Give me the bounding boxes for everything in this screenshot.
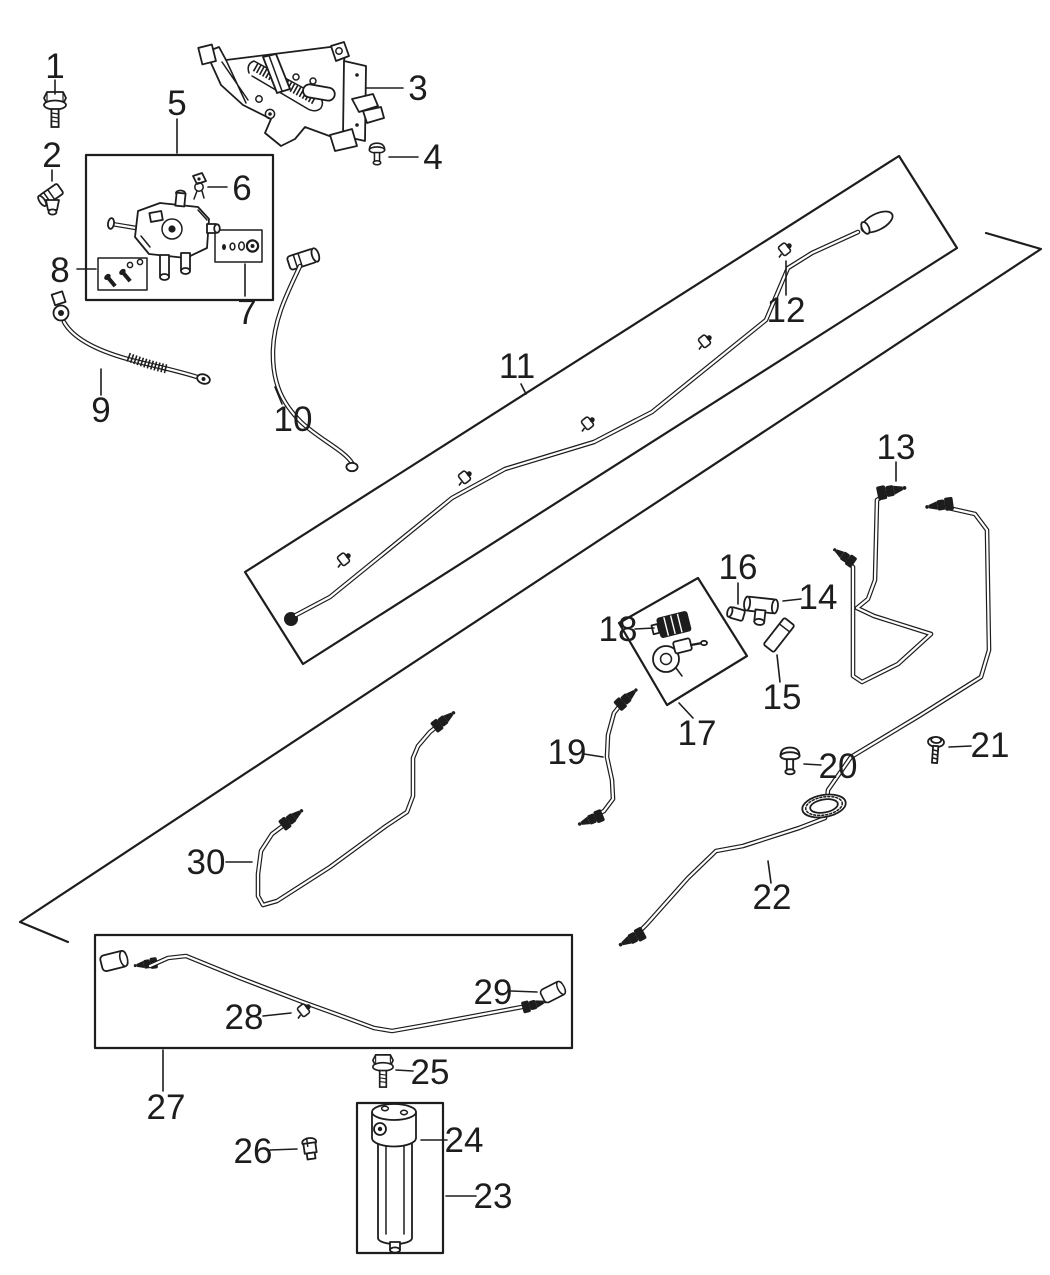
callout-label-22: 22 xyxy=(753,878,792,917)
sensor-part6 xyxy=(192,172,207,200)
tube-clip-icon-part12 xyxy=(776,241,793,259)
leader-line-19 xyxy=(583,753,604,758)
tube-clip-icon xyxy=(696,333,713,351)
callout-label-27: 27 xyxy=(147,1088,186,1127)
elbow-fitting-part2 xyxy=(37,183,64,216)
callout-label-13: 13 xyxy=(877,428,916,467)
fuel-line-part10 xyxy=(273,247,359,473)
fuel-tube-part13 xyxy=(829,480,931,682)
tube-clip-icon xyxy=(335,551,352,569)
grommet-icon-part20 xyxy=(779,746,801,776)
filter-kit-box xyxy=(355,1101,445,1255)
callout-label-3: 3 xyxy=(408,69,427,108)
callout-label-26: 26 xyxy=(234,1132,273,1171)
leader-line-15 xyxy=(776,654,781,683)
callout-label-20: 20 xyxy=(819,747,858,786)
callout-label-15: 15 xyxy=(763,678,802,717)
callout-label-18: 18 xyxy=(599,610,638,649)
callout-label-19: 19 xyxy=(548,733,587,772)
callout-label-14: 14 xyxy=(799,578,838,617)
grommet-ring-icon xyxy=(801,793,847,819)
valve-kit-box xyxy=(617,576,749,707)
seal-kit-box xyxy=(214,229,263,263)
fuel-tube-part22 xyxy=(615,496,989,952)
callout-label-11: 11 xyxy=(499,347,535,386)
leader-line-22 xyxy=(767,860,772,884)
callout-label-28: 28 xyxy=(225,998,264,1037)
pump-kit-box xyxy=(84,153,275,302)
chassis-fuel-tube-part11 xyxy=(284,210,894,626)
leader-line-26 xyxy=(269,1148,298,1151)
bolt-icon-part25 xyxy=(372,1054,394,1088)
callout-label-8: 8 xyxy=(50,251,69,290)
leader-line-25 xyxy=(395,1069,414,1072)
fitting-part26 xyxy=(301,1137,318,1161)
callout-label-16: 16 xyxy=(719,548,758,587)
callout-label-2: 2 xyxy=(42,136,61,175)
fuel-transfer-pump-assembly xyxy=(107,189,221,281)
screw-kit-box xyxy=(97,257,148,291)
callout-label-6: 6 xyxy=(232,169,251,208)
callout-label-17: 17 xyxy=(678,714,717,753)
leader-line-28 xyxy=(262,1012,292,1017)
callout-label-12: 12 xyxy=(767,291,806,330)
grommet-icon-part4 xyxy=(368,142,386,166)
callout-label-24: 24 xyxy=(445,1121,484,1160)
rear-line-kit-box xyxy=(93,933,574,1050)
fitting-part16 xyxy=(726,606,746,622)
bolt-icon-part1 xyxy=(43,91,67,128)
callout-label-9: 9 xyxy=(91,391,110,430)
leader-line-10 xyxy=(274,386,283,405)
callout-label-29: 29 xyxy=(474,973,513,1012)
callout-label-10: 10 xyxy=(274,400,313,439)
tube-clip-icon xyxy=(579,415,596,433)
callout-label-23: 23 xyxy=(474,1177,513,1216)
connector-part18 xyxy=(650,611,692,638)
leader-line-14 xyxy=(782,598,802,602)
leader-line-20 xyxy=(803,763,822,766)
leader-line-21 xyxy=(948,745,972,748)
callout-label-21: 21 xyxy=(971,726,1010,765)
tube-clip-icon-part28 xyxy=(295,1002,312,1020)
tube-clip-icon xyxy=(456,469,473,487)
callout-label-25: 25 xyxy=(411,1053,450,1092)
fuel-tube-part30 xyxy=(258,706,459,905)
tube-bundle-zone-box xyxy=(243,154,959,666)
protective-cap-icon-part29 xyxy=(538,979,568,1005)
callout-label-7: 7 xyxy=(237,293,256,332)
leader-line-11 xyxy=(520,383,527,395)
callout-label-30: 30 xyxy=(187,843,226,882)
callout-label-5: 5 xyxy=(167,84,186,123)
tube-end-cap-icon xyxy=(860,210,894,235)
seal-kit-items xyxy=(222,239,260,253)
screw-kit-items xyxy=(104,258,144,288)
tee-fitting-part14 xyxy=(743,595,779,626)
leader-line-17 xyxy=(678,702,694,719)
protective-cap-icon xyxy=(98,949,131,973)
fuel-hose-part9 xyxy=(50,290,211,385)
leader-line-18 xyxy=(634,627,655,630)
screw-part21 xyxy=(927,736,945,765)
fuel-filter-assembly xyxy=(371,1103,417,1254)
callout-label-4: 4 xyxy=(423,138,442,177)
valve-pump-part17 xyxy=(652,637,708,677)
leader-line-29 xyxy=(510,990,538,993)
frame-zone-chevron-outline xyxy=(18,231,1043,944)
mounting-bracket-part3 xyxy=(197,41,385,152)
callout-label-1: 1 xyxy=(45,47,64,86)
tube-segment-part15 xyxy=(763,617,795,653)
